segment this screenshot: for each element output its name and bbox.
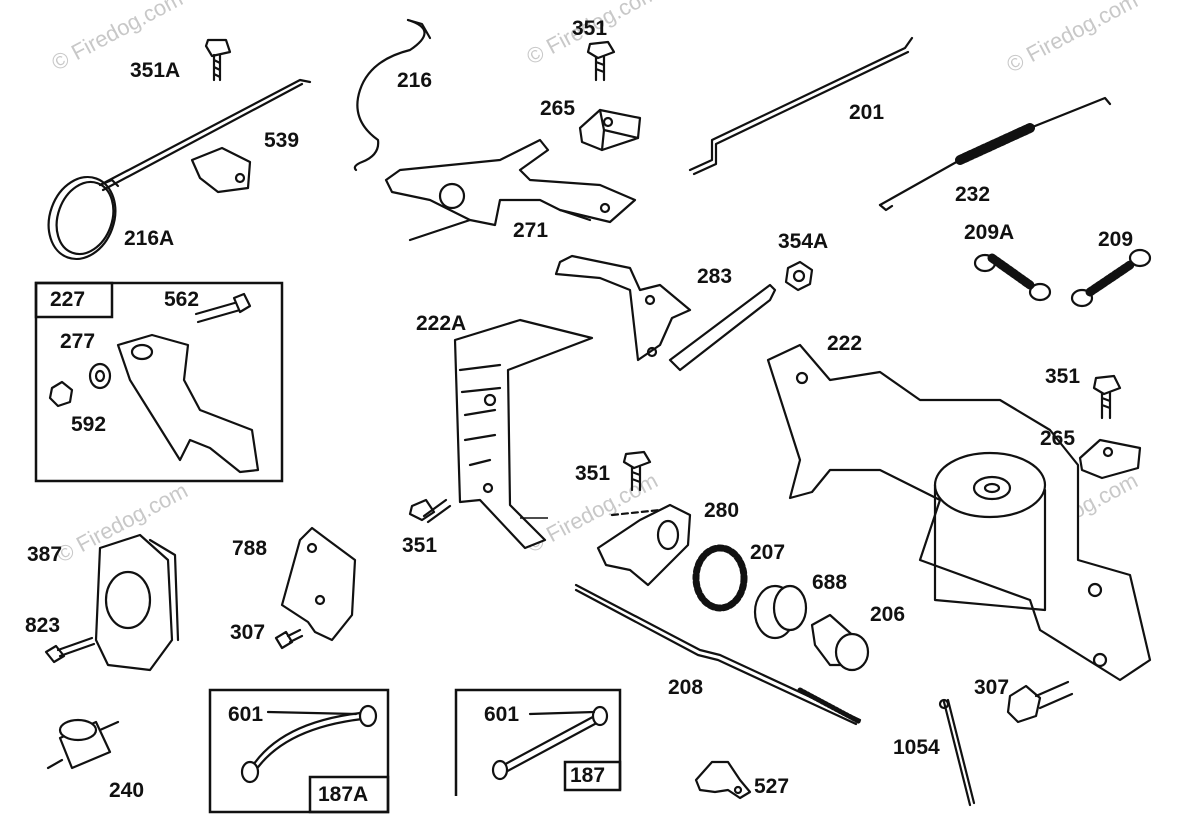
- spring-209: [1070, 248, 1152, 308]
- filter-240: [46, 718, 120, 770]
- screw-307-left: [274, 628, 304, 650]
- clip-265-right: [1078, 438, 1142, 480]
- screw-823: [44, 636, 96, 664]
- clip-539: [190, 146, 252, 194]
- rod-216A: [47, 78, 312, 261]
- bracket-222: [766, 343, 1152, 682]
- label-227: 227: [50, 288, 86, 311]
- label-201: 201: [849, 101, 885, 124]
- label-354A: 354A: [778, 230, 829, 253]
- label-788: 788: [232, 537, 268, 560]
- clamp-527: [694, 760, 752, 800]
- label-280: 280: [704, 499, 740, 522]
- label-351: 351: [1045, 365, 1081, 388]
- bolt-351-right: [1092, 374, 1122, 420]
- label-216: 216: [397, 69, 433, 92]
- cable-tie-1054: [938, 698, 976, 807]
- label-351A: 351A: [130, 59, 181, 82]
- bolt-351-mid: [622, 450, 652, 492]
- label-222A: 222A: [416, 312, 467, 335]
- label-208: 208: [668, 676, 704, 699]
- label-527: 527: [754, 775, 790, 798]
- label-207: 207: [750, 541, 786, 564]
- label-688: 688: [812, 571, 848, 594]
- bolt-351-top: [586, 40, 616, 82]
- label-351: 351: [572, 17, 608, 40]
- wire-216: [353, 18, 432, 172]
- nut-354A: [784, 260, 814, 292]
- bracket-280: [596, 503, 692, 587]
- spring-rod-232: [878, 96, 1112, 212]
- bushing-688: [753, 584, 808, 640]
- rod-201: [688, 36, 914, 176]
- label-265: 265: [540, 97, 576, 120]
- label-216A: 216A: [124, 227, 175, 250]
- label-232: 232: [955, 183, 991, 206]
- label-351: 351: [402, 534, 438, 557]
- rod-208: [574, 583, 863, 726]
- label-187: 187: [570, 764, 606, 787]
- bolt-351-left: [408, 498, 452, 524]
- label-387: 387: [27, 543, 63, 566]
- label-209A: 209A: [964, 221, 1015, 244]
- label-265: 265: [1040, 427, 1076, 450]
- label-307: 307: [974, 676, 1010, 699]
- bracket-222A: [453, 318, 594, 550]
- spacer-387: [94, 533, 180, 672]
- bracket-271: [384, 138, 637, 242]
- spring-207: [692, 544, 748, 612]
- bolt-351A: [204, 38, 232, 82]
- inset-box-187A: [208, 688, 390, 814]
- inset-box-227: [34, 281, 284, 483]
- label-209: 209: [1098, 228, 1134, 251]
- label-277: 277: [60, 330, 96, 353]
- lever-283: [554, 254, 777, 372]
- label-222: 222: [827, 332, 863, 355]
- label-592: 592: [71, 413, 107, 436]
- label-271: 271: [513, 219, 549, 242]
- label-601: 601: [228, 703, 264, 726]
- label-351: 351: [575, 462, 611, 485]
- label-206: 206: [870, 603, 906, 626]
- label-539: 539: [264, 129, 300, 152]
- label-562: 562: [164, 288, 200, 311]
- label-823: 823: [25, 614, 61, 637]
- label-240: 240: [109, 779, 145, 802]
- label-187A: 187A: [318, 783, 369, 806]
- spring-209A: [973, 253, 1052, 302]
- bolt-307-right: [1006, 680, 1074, 724]
- bracket-788: [280, 526, 357, 642]
- inset-box-187: [454, 688, 622, 796]
- label-601: 601: [484, 703, 520, 726]
- label-1054: 1054: [893, 736, 940, 759]
- label-307: 307: [230, 621, 266, 644]
- label-283: 283: [697, 265, 733, 288]
- shoulder-bolt-206: [810, 613, 870, 672]
- clip-265-top: [578, 108, 642, 152]
